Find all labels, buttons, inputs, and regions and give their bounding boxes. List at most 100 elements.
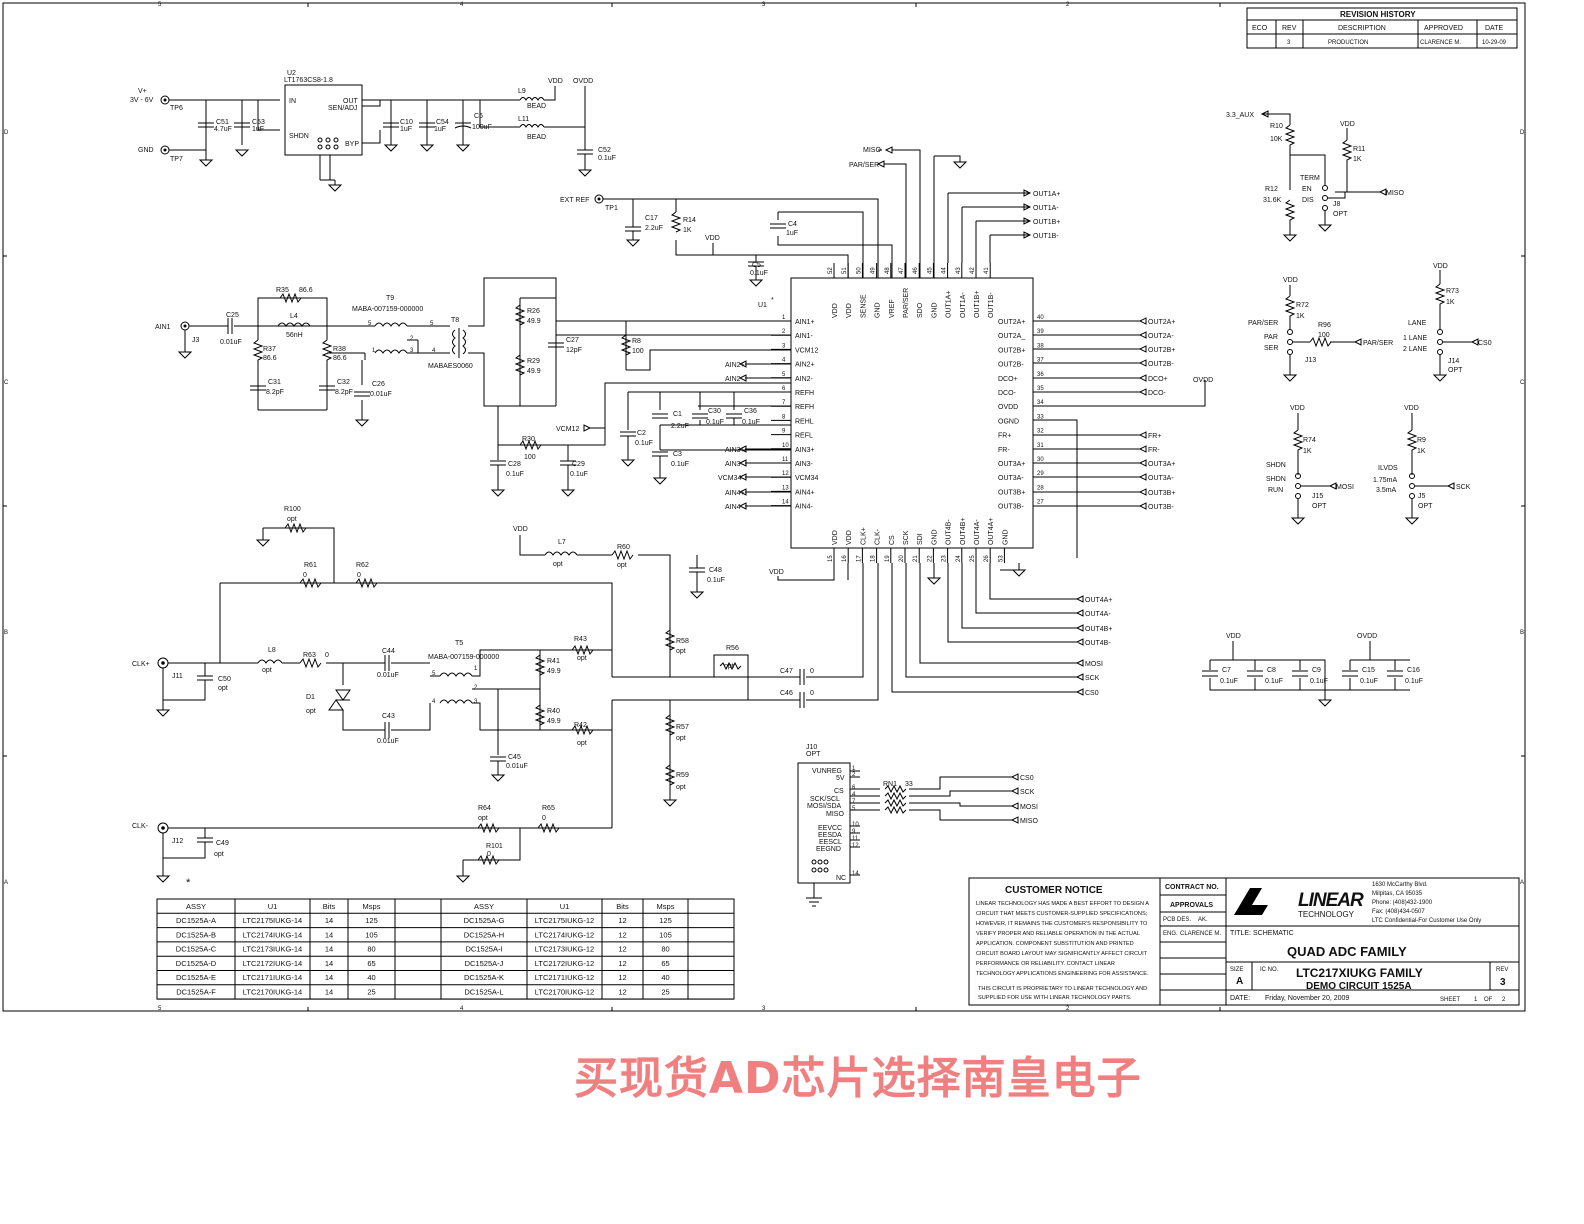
u1-pin-number: 11 <box>782 457 789 463</box>
svg-text:0.01uF: 0.01uF <box>377 738 399 745</box>
u1-pin-label: CLK+ <box>860 527 867 545</box>
svg-text:opt: opt <box>306 708 316 715</box>
svg-text:FR+: FR+ <box>1148 433 1161 440</box>
svg-text:OVDD: OVDD <box>573 78 593 85</box>
proprietary-line: SUPPLIED FOR USE WITH LINEAR TECHNOLOGY … <box>978 995 1132 1001</box>
bom-cell: 80 <box>367 945 375 954</box>
u1-pin-label: AIN3- <box>795 461 814 468</box>
svg-text:0.1uF: 0.1uF <box>750 270 768 277</box>
bom-cell: 80 <box>661 945 669 954</box>
svg-text:OUT3B-: OUT3B- <box>1148 504 1174 511</box>
u1-pin-label: GND <box>1002 529 1009 545</box>
svg-text:T5: T5 <box>455 640 463 647</box>
svg-text:OUT: OUT <box>343 98 359 105</box>
svg-text:0.1uF: 0.1uF <box>598 155 616 162</box>
svg-text:OUT2B-: OUT2B- <box>1148 361 1174 368</box>
svg-text:PCB DES.: PCB DES. <box>1163 917 1191 923</box>
svg-text:OUT1A-: OUT1A- <box>1033 205 1059 212</box>
svg-text:OPT: OPT <box>1312 503 1327 510</box>
decoupling-cap-value: 0.1uF <box>1220 678 1238 685</box>
out2-net-labels: OUT2A+ OUT2A- OUT2B+ OUT2B- DCO+ DCO- OV… <box>1033 317 1213 558</box>
svg-text:SHDN: SHDN <box>1266 476 1286 483</box>
bom-cell: DC1525A-G <box>464 916 505 925</box>
svg-text:AIN3+: AIN3+ <box>725 447 745 454</box>
svg-text:10: 10 <box>852 822 859 828</box>
svg-text:C51: C51 <box>216 119 229 126</box>
u1-pin-number: 7 <box>782 400 786 406</box>
u1-pin-label: VDD <box>846 303 853 318</box>
u1-pin-label: OUT1A- <box>960 292 967 318</box>
svg-text:OUT4B+: OUT4B+ <box>1085 626 1112 633</box>
svg-text:OUT1B-: OUT1B- <box>1033 233 1059 240</box>
svg-text:5: 5 <box>432 671 436 677</box>
svg-text:1K: 1K <box>1353 156 1362 163</box>
u1-pin-number: 23 <box>942 555 948 562</box>
svg-text:4: 4 <box>852 792 856 798</box>
u1-pin-number: 25 <box>970 555 976 562</box>
svg-text:6: 6 <box>852 785 856 791</box>
svg-text:0: 0 <box>303 572 307 579</box>
svg-text:R59: R59 <box>676 772 689 779</box>
u1-pin-number: 52 <box>828 267 834 274</box>
svg-text:MABA-007159-000000: MABA-007159-000000 <box>352 306 423 313</box>
svg-text:C46: C46 <box>780 690 793 697</box>
decoupling-cap-ref: C16 <box>1407 667 1420 674</box>
u1-pin-number: 19 <box>885 555 891 562</box>
svg-text:C17: C17 <box>645 215 658 222</box>
u1-pin-number: 13 <box>782 485 789 491</box>
svg-text:B: B <box>4 630 8 636</box>
svg-text:R60: R60 <box>617 544 630 551</box>
svg-text:5: 5 <box>430 321 434 327</box>
svg-text:1K: 1K <box>1296 313 1305 320</box>
svg-text:ENG.: ENG. <box>1163 931 1178 937</box>
proprietary-line: THIS CIRCUIT IS PROPRIETARY TO LINEAR TE… <box>978 986 1147 992</box>
u1-pin-label: OUT2B- <box>998 362 1024 369</box>
u1-pin-label: FR+ <box>998 433 1011 440</box>
svg-text:L4: L4 <box>290 313 298 320</box>
svg-text:EXT REF: EXT REF <box>560 197 589 204</box>
svg-text:0.01uF: 0.01uF <box>220 339 242 346</box>
u1-pin-number: 28 <box>1037 485 1044 491</box>
u1-pin-number: 39 <box>1037 329 1044 335</box>
svg-text:R11: R11 <box>1353 146 1365 153</box>
svg-text:TP7: TP7 <box>170 156 183 163</box>
svg-text:L7: L7 <box>558 539 566 546</box>
svg-text:B: B <box>1520 630 1524 636</box>
svg-text:CS: CS <box>834 788 844 795</box>
u1-pin-label: OUT3B+ <box>998 489 1025 496</box>
decoupling-cap-ref: C7 <box>1222 667 1231 674</box>
svg-text:LT1763CS8-1.8: LT1763CS8-1.8 <box>284 77 333 84</box>
bom-cell: DC1525A-L <box>464 988 503 997</box>
svg-text:TP6: TP6 <box>170 105 183 112</box>
svg-text:C49: C49 <box>216 840 229 847</box>
svg-text:100: 100 <box>1318 332 1330 339</box>
notice-line: APPLICATION. COMPONENT SUBSTITUTION AND … <box>976 941 1134 947</box>
svg-text:SEN/ADJ: SEN/ADJ <box>328 105 358 112</box>
bom-cell: 25 <box>367 988 375 997</box>
svg-text:R12: R12 <box>1265 186 1278 193</box>
bom-cell: LTC2175IUKG-12 <box>535 916 594 925</box>
svg-text:DEMO CIRCUIT 1525A: DEMO CIRCUIT 1525A <box>1306 981 1412 992</box>
svg-text:VDD: VDD <box>548 78 563 85</box>
svg-text:PRODUCTION: PRODUCTION <box>1328 40 1368 46</box>
svg-text:U2: U2 <box>287 70 296 77</box>
svg-text:4: 4 <box>460 2 464 8</box>
svg-text:C26: C26 <box>372 381 385 388</box>
svg-text:L11: L11 <box>518 116 529 123</box>
svg-text:C: C <box>4 380 9 386</box>
svg-text:opt: opt <box>262 667 272 674</box>
svg-text:RN1: RN1 <box>883 781 897 788</box>
svg-text:2: 2 <box>852 772 856 778</box>
u1-pin-label: AIN4- <box>795 504 814 511</box>
svg-text:TECHNOLOGY: TECHNOLOGY <box>1298 910 1355 919</box>
bom-cell: 12 <box>618 916 626 925</box>
u1-pin-label: VREF <box>889 299 896 318</box>
svg-text:D1: D1 <box>306 694 315 701</box>
svg-text:opt: opt <box>676 735 686 742</box>
svg-text:SIZE: SIZE <box>1230 967 1243 973</box>
svg-text:Fax: (408)434-0507: Fax: (408)434-0507 <box>1372 909 1425 915</box>
svg-text:R41: R41 <box>547 658 560 665</box>
u1-pin-number: 26 <box>984 555 990 562</box>
